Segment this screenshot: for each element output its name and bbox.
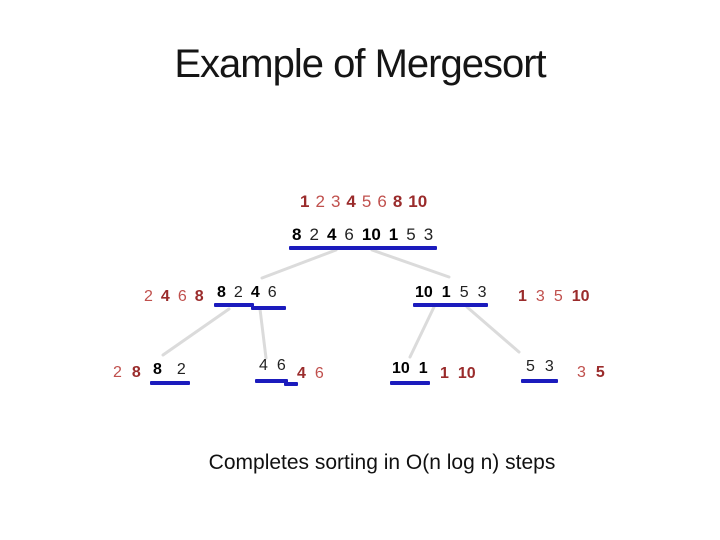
number-token: 3 (577, 364, 586, 381)
number-token: 1 (441, 284, 451, 301)
slide-title: Example of Mergesort (174, 42, 546, 86)
blue-underline (413, 303, 488, 307)
number-token: 2 (315, 192, 325, 211)
number-token: 2 (309, 225, 319, 244)
number-token: 3 (423, 225, 434, 244)
tree-edge-line (408, 305, 436, 359)
number-token: 4 (250, 284, 260, 301)
number-token: 2 (176, 361, 186, 378)
blue-underline (255, 379, 288, 383)
number-token: 4 (259, 357, 268, 374)
number-token: 2 (233, 284, 243, 301)
number-token: 1 (388, 225, 399, 244)
number-token: 6 (344, 225, 354, 244)
number-token: 10 (361, 225, 381, 244)
number-token: 6 (377, 192, 387, 211)
number-token: 5 (595, 364, 605, 381)
number-token: 8 (194, 288, 204, 305)
number-token: 10 (571, 288, 590, 305)
tree-node-leaf3-sorted: 1 10 (440, 366, 476, 382)
number-token: 8 (217, 284, 226, 301)
number-token: 2 (113, 364, 122, 381)
tree-edge-line (258, 307, 268, 360)
number-token: 10 (392, 360, 410, 377)
blue-underline (251, 306, 286, 310)
number-token: 5 (361, 192, 372, 211)
blue-underline (390, 381, 430, 385)
number-token: 4 (297, 365, 306, 382)
number-token: 1 (418, 360, 428, 377)
number-token: 3 (330, 192, 341, 211)
number-token: 5 (526, 358, 535, 375)
number-token: 6 (314, 365, 324, 382)
blue-underline (284, 382, 298, 386)
tree-edge-line (465, 305, 521, 354)
number-token: 8 (392, 192, 403, 211)
number-token: 5 (553, 288, 563, 305)
number-token: 5 (406, 225, 416, 244)
number-token: 2 (144, 288, 153, 305)
number-token: 8 (292, 225, 302, 244)
number-token: 3 (544, 358, 554, 375)
tree-edge-line (370, 248, 451, 279)
number-token: 1 (518, 288, 527, 305)
number-token: 10 (408, 192, 428, 211)
number-token: 10 (457, 365, 476, 382)
number-token: 4 (160, 288, 170, 305)
number-token: 1 (440, 365, 449, 382)
number-token: 6 (267, 284, 277, 301)
blue-underline (150, 381, 190, 385)
tree-edge-line (260, 248, 338, 280)
number-token: 10 (415, 284, 433, 301)
number-token: 1 (300, 192, 310, 211)
number-token: 4 (326, 225, 337, 244)
slide-caption: Completes sorting in O(n log n) steps (208, 451, 556, 474)
tree-node-leaf3-unsorted: 10 1 (392, 361, 428, 377)
number-token: 8 (131, 364, 141, 381)
blue-underline (214, 303, 254, 307)
number-token: 6 (177, 288, 187, 305)
number-token: 3 (535, 288, 545, 305)
blue-underline (289, 246, 437, 250)
number-token: 4 (346, 192, 356, 211)
number-token: 3 (477, 284, 487, 301)
tree-edge-line (161, 307, 231, 357)
number-token: 6 (276, 357, 286, 374)
blue-underline (521, 379, 558, 383)
number-token: 8 (153, 361, 162, 378)
number-token: 5 (459, 284, 469, 301)
